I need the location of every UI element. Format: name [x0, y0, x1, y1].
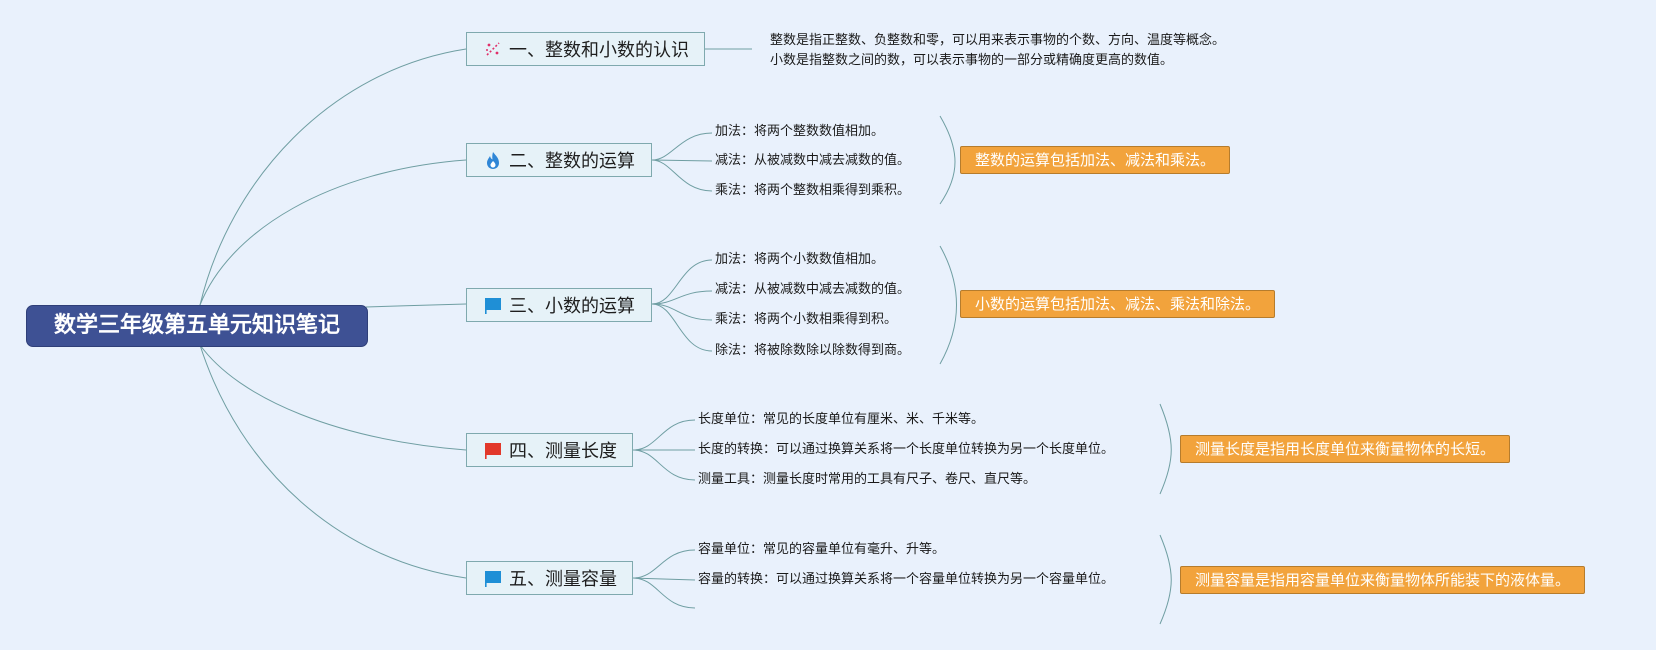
topic-label: 一、整数和小数的认识 — [509, 40, 689, 61]
topic-label: 三、小数的运算 — [509, 296, 635, 317]
list-item: 乘法：将两个整数相乘得到乘积。 — [715, 183, 911, 198]
topic-4-branch-3 — [632, 449, 696, 481]
list-item: 容量单位：常见的容量单位有毫升、升等。 — [698, 542, 946, 557]
topic-5-branch-1 — [632, 549, 696, 579]
root-topic[interactable]: 数学三年级第五单元知识笔记 — [26, 305, 368, 347]
list-item: 加法：将两个整数数值相加。 — [715, 124, 885, 139]
topic-label: 四、测量长度 — [509, 441, 617, 462]
topic-integer-operations[interactable]: 二、整数的运算 — [466, 143, 652, 177]
summary-callout[interactable]: 测量容量是指用容量单位来衡量物体所能装下的液体量。 — [1180, 566, 1586, 594]
note-line: 整数是指正整数、负整数和零，可以用来表示事物的个数、方向、温度等概念。 — [770, 33, 1226, 48]
list-item: 长度的转换：可以通过换算关系将一个长度单位转换为另一个长度单位。 — [698, 442, 1115, 457]
list-item: 长度单位：常见的长度单位有厘米、米、千米等。 — [698, 412, 985, 427]
topic-2-branch-1 — [651, 132, 713, 161]
topic-measure-capacity[interactable]: 五、测量容量 — [466, 561, 633, 595]
root-to-topic-1 — [199, 48, 467, 306]
root-to-topic-5 — [199, 344, 467, 579]
root-to-topic-2 — [199, 159, 467, 306]
topic-label: 二、整数的运算 — [509, 151, 635, 172]
list-item: 容量的转换：可以通过换算关系将一个容量单位转换为另一个容量单位。 — [698, 572, 1115, 587]
topic-3-branch-3 — [651, 303, 713, 321]
topic-decimal-operations[interactable]: 三、小数的运算 — [466, 288, 652, 322]
topic-4-branch-1 — [632, 419, 696, 451]
list-item: 加法：将两个小数数值相加。 — [715, 252, 885, 267]
topic-5-branch-2 — [632, 577, 696, 581]
topic-5-brace — [1159, 534, 1172, 625]
topic-3-brace — [939, 245, 957, 365]
topic-measure-length[interactable]: 四、测量长度 — [466, 433, 633, 467]
summary-callout[interactable]: 测量长度是指用长度单位来衡量物体的长短。 — [1180, 435, 1511, 463]
topic-label: 五、测量容量 — [509, 569, 617, 590]
topic-5-branch-3 — [632, 577, 696, 609]
list-item: 减法：从被减数中减去减数的值。 — [715, 153, 911, 168]
topic-4-brace — [1159, 403, 1172, 495]
list-item: 减法：从被减数中减去减数的值。 — [715, 282, 911, 297]
root-to-topic-3 — [365, 303, 467, 308]
summary-callout[interactable]: 小数的运算包括加法、减法、乘法和除法。 — [960, 290, 1276, 318]
blue-flag-icon — [483, 295, 503, 315]
sparkle-icon — [483, 39, 503, 59]
list-item: 除法：将被除数除以除数得到商。 — [715, 343, 911, 358]
topic-2-branch-2 — [651, 159, 713, 162]
topic-3-branch-2 — [651, 290, 713, 305]
blue-flag-icon — [483, 568, 503, 588]
summary-callout[interactable]: 整数的运算包括加法、减法和乘法。 — [960, 146, 1231, 174]
fire-icon — [483, 150, 503, 170]
root-to-topic-4 — [199, 344, 467, 451]
red-flag-icon — [483, 440, 503, 460]
list-item: 测量工具：测量长度时常用的工具有尺子、卷尺、直尺等。 — [698, 472, 1037, 487]
topic-3-branch-1 — [651, 259, 713, 305]
topic-integers-decimals[interactable]: 一、整数和小数的认识 — [466, 32, 705, 66]
note-line: 小数是指整数之间的数，可以表示事物的一部分或精确度更高的数值。 — [770, 53, 1174, 68]
topic-3-branch-4 — [651, 303, 713, 352]
topic-2-brace — [939, 115, 956, 205]
topic-2-branch-3 — [651, 159, 713, 192]
list-item: 乘法：将两个小数相乘得到积。 — [715, 312, 898, 327]
